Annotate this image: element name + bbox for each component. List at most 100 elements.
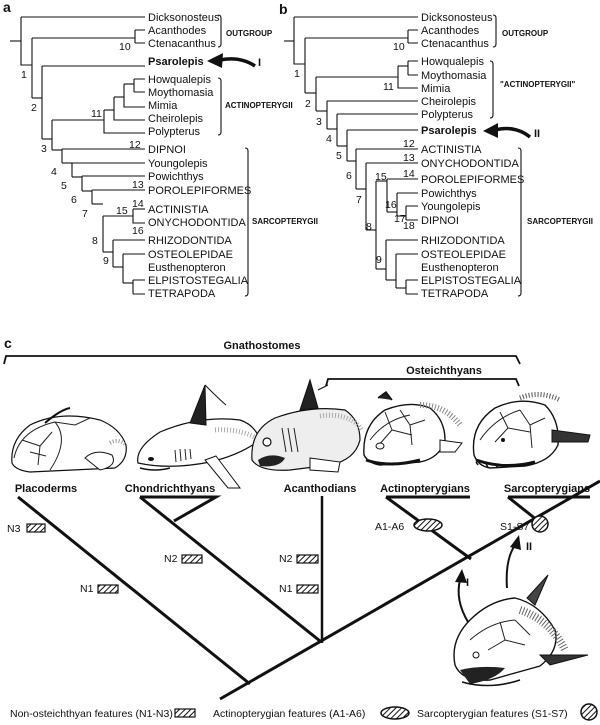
group-label-sarcopterygii: SARCOPTERYGII xyxy=(252,217,318,226)
node-number: 9 xyxy=(103,255,109,267)
acanthodian-illustration xyxy=(251,378,365,473)
feature-label-s: S1-S7 xyxy=(500,521,529,533)
taxon: Eusthenopteron xyxy=(148,262,226,274)
legend-actinopterygian-label: Actinopterygian features (A1-A6) xyxy=(213,708,365,720)
panel-a: a xyxy=(3,0,318,300)
taxon: ACTINISTIA xyxy=(148,204,209,216)
legend-non-osteichthyan-box-icon xyxy=(174,708,196,718)
arrow-label-i: I xyxy=(258,57,261,69)
panel-a-tree-lines xyxy=(10,16,145,295)
group-label-outgroup: OUTGROUP xyxy=(226,29,273,38)
panel-b-brackets: OUTGROUP "ACTINOPTERYGII" SARCOPTERYGII xyxy=(489,14,593,297)
node-number: 7 xyxy=(82,208,88,220)
bracket-osteichthyans xyxy=(325,378,520,387)
panel-c-label: c xyxy=(4,335,12,351)
feature-label-n1: N1 xyxy=(279,583,293,595)
panel-b-taxa: Dicksonosteus Acanthodes Ctenacanthus Ho… xyxy=(421,12,524,300)
node-number: 1 xyxy=(294,68,300,80)
node-number: 11 xyxy=(383,81,394,93)
taxon: ACTINISTIA xyxy=(421,144,482,156)
node-number: 12 xyxy=(129,139,141,151)
chondrichthyan-illustration xyxy=(137,384,262,489)
panel-b-nodes: 1 2 3 4 5 6 7 8 9 10 11 12 13 14 15 16 1… xyxy=(294,41,415,266)
panel-b-tree-lines xyxy=(284,16,418,295)
taxon: OSTEOLEPIDAE xyxy=(421,249,506,261)
node-number: 9 xyxy=(376,254,382,266)
node-number: 16 xyxy=(385,199,397,211)
arrow-i-head-icon xyxy=(455,569,467,583)
taxon: Youngolepis xyxy=(148,158,208,170)
node-number: 2 xyxy=(305,98,311,110)
psarolepis-illustration xyxy=(453,574,589,687)
node-number: 5 xyxy=(61,180,67,192)
non-osteichthyan-feature-box-icon xyxy=(97,584,119,594)
feature-label-n3: N3 xyxy=(7,523,21,535)
non-osteichthyan-feature-box-icon xyxy=(296,584,319,594)
taxon: Cheirolepis xyxy=(148,113,204,125)
legend-non-osteichthyan-label: Non-osteichthyan features (N1-N3) xyxy=(10,708,173,720)
feature-label-a: A1-A6 xyxy=(375,521,404,533)
node-number: 15 xyxy=(116,205,128,217)
node-number: 18 xyxy=(403,220,415,232)
group-label-sarcopterygii: SARCOPTERYGII xyxy=(527,217,593,226)
node-number: 13 xyxy=(132,179,144,191)
taxon: Moythomasia xyxy=(148,87,214,99)
panel-b-arrow-ii: II xyxy=(483,123,540,140)
taxon: Eusthenopteron xyxy=(421,262,499,274)
taxon: Acanthodes xyxy=(148,25,207,37)
taxon-psarolepis: Psarolepis xyxy=(421,125,477,137)
actinopterygian-illustration xyxy=(363,390,463,466)
arrow-curve xyxy=(219,57,256,68)
taxon: TETRAPODA xyxy=(421,288,489,300)
arrow-i-curve xyxy=(457,579,469,623)
node-number: 1 xyxy=(21,69,27,81)
node-number: 10 xyxy=(119,41,131,53)
clade-label-osteichthyans: Osteichthyans xyxy=(406,365,482,377)
taxon: Mimia xyxy=(421,83,451,95)
actinopterygian-feature-ellipse-icon xyxy=(413,518,443,532)
legend-sarcopterygian-circle-icon xyxy=(580,703,598,721)
node-number: 17 xyxy=(394,213,406,225)
sarcopterygian-feature-circle-icon xyxy=(531,515,549,533)
panel-a-nodes: 1 2 3 4 5 6 7 8 9 10 11 12 13 14 15 16 xyxy=(21,41,144,267)
taxon: Acanthodes xyxy=(421,25,480,37)
bracket-gnathostomes xyxy=(3,355,521,365)
panel-a-arrow-i: I xyxy=(207,53,261,69)
taxon: POROLEPIFORMES xyxy=(421,174,524,186)
taxon: DIPNOI xyxy=(148,144,186,156)
clade-label-gnathostomes: Gnathostomes xyxy=(223,340,300,352)
taxon: RHIZODONTIDA xyxy=(148,235,232,247)
arrow-ii-curve xyxy=(505,544,516,589)
taxon: Mimia xyxy=(148,100,178,112)
non-osteichthyan-feature-box-icon xyxy=(296,554,319,564)
non-osteichthyan-feature-box-icon xyxy=(26,523,46,533)
node-number: 11 xyxy=(91,108,102,120)
taxon: Ctenacanthus xyxy=(148,38,216,50)
taxon: Dicksonosteus xyxy=(148,12,220,24)
taxon: POROLEPIFORMES xyxy=(148,185,251,197)
taxon: Polypterus xyxy=(148,126,200,138)
arrow-head-icon xyxy=(483,123,498,138)
taxon: ONYCHODONTIDA xyxy=(148,217,246,229)
node-number: 7 xyxy=(356,194,362,206)
taxon: Moythomasia xyxy=(421,70,487,82)
legend-sarcopterygian-label: Sarcopterygian features (S1-S7) xyxy=(417,708,568,720)
node-number: 8 xyxy=(92,235,98,247)
arrow-label-ii: II xyxy=(534,128,540,140)
taxon: Ctenacanthus xyxy=(421,38,489,50)
node-number: 15 xyxy=(375,171,387,183)
feature-label-n2: N2 xyxy=(164,553,178,565)
node-number: 16 xyxy=(132,225,144,237)
taxon: Powichthys xyxy=(148,171,204,183)
panel-c: c Gnathostomes Osteichthyans xyxy=(3,335,600,721)
node-number: 13 xyxy=(403,152,415,164)
taxon-actinopterygians: Actinopterygians xyxy=(380,483,470,495)
arrow-ii-head-icon xyxy=(510,535,521,550)
node-number: 4 xyxy=(51,166,57,178)
panel-b: b xyxy=(279,1,593,300)
taxon: Powichthys xyxy=(421,188,477,200)
group-label-actinopterygii: ACTINOPTERYGII xyxy=(225,101,293,110)
arrow-head-icon xyxy=(207,53,223,68)
node-number: 14 xyxy=(132,198,144,210)
